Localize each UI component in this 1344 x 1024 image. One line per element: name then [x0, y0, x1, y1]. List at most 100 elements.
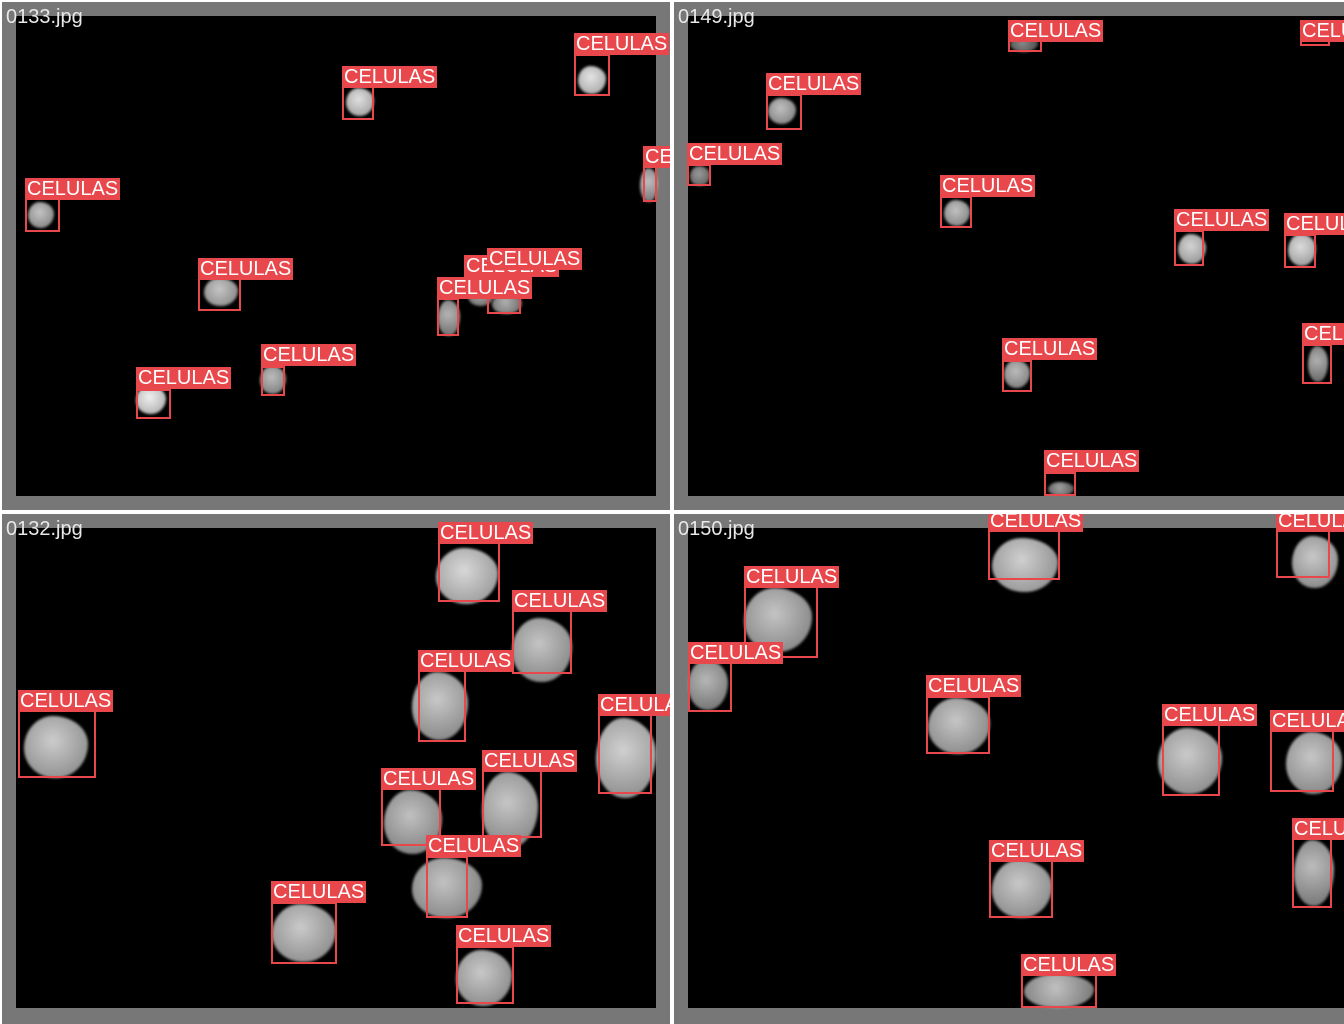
- cell: [1024, 974, 1094, 1008]
- image-filename: 0133.jpg: [6, 6, 83, 28]
- microscopy-image: [688, 16, 1344, 496]
- cell: [944, 200, 970, 226]
- detection-label: CELULAS: [989, 840, 1085, 862]
- detection-label: CELULAS: [342, 66, 438, 88]
- image-tile-0133: 0133.jpg CELULAS CELULAS CELULAS CELULAS…: [2, 2, 670, 510]
- bounding-box: [1276, 528, 1330, 578]
- bounding-box: [1021, 974, 1097, 1008]
- image-tile-0150: 0150.jpg CELULAS CELULAS CELULAS CELULAS…: [674, 514, 1344, 1024]
- bounding-box: [1162, 724, 1220, 796]
- detection-label: CELULAS: [988, 514, 1084, 532]
- detection-label: CELULAS: [487, 248, 583, 270]
- image-tile-0149: 0149.jpg CELULAS CELULAS CELULAS CELULAS…: [674, 2, 1344, 510]
- detection-label: CELULAS: [1276, 514, 1344, 532]
- cell: [1158, 728, 1222, 794]
- cell: [1048, 482, 1074, 496]
- detection-label: CELULAS: [1008, 20, 1104, 42]
- detection-label: CELULAS: [381, 768, 477, 790]
- detection-label: CELULAS: [926, 675, 1022, 697]
- detection-label: CELULAS: [1021, 954, 1117, 976]
- bounding-box: [456, 946, 514, 1004]
- detection-label: CELULAS: [18, 690, 114, 712]
- detection-label: CELULAS: [1302, 323, 1344, 345]
- bounding-box: [989, 860, 1053, 918]
- detection-label: CELULAS: [574, 33, 670, 55]
- detection-label: CELULAS: [1284, 213, 1344, 235]
- detection-label: CELULAS: [426, 835, 522, 857]
- detection-label: CELULAS: [1300, 20, 1344, 42]
- bounding-box: [1002, 360, 1032, 392]
- image-filename: 0150.jpg: [678, 518, 755, 540]
- cell: [928, 698, 990, 754]
- bounding-box: [926, 696, 990, 754]
- cell: [1292, 536, 1338, 588]
- detection-label: CELULAS: [766, 73, 862, 95]
- bounding-box: [136, 389, 171, 419]
- bounding-box: [766, 94, 802, 130]
- detection-label: CELULAS: [136, 367, 232, 389]
- cell: [272, 904, 336, 962]
- detection-label: CELULAS: [437, 277, 533, 299]
- detection-label: CELULAS: [482, 750, 578, 772]
- bounding-box: [687, 164, 711, 186]
- detection-label: CELULAS: [643, 146, 670, 168]
- cell: [1308, 346, 1328, 382]
- detection-label: CELULAS: [940, 175, 1036, 197]
- detection-label: CELULAS: [688, 642, 784, 664]
- bounding-box: [271, 902, 337, 964]
- detection-label: CELULAS: [1270, 710, 1344, 732]
- cell: [492, 294, 522, 314]
- detection-label: CELULAS: [1002, 338, 1098, 360]
- cell: [578, 66, 606, 94]
- cell: [1004, 360, 1030, 388]
- bounding-box: [1292, 838, 1332, 908]
- detection-label: CELULAS: [1292, 818, 1344, 840]
- bounding-box: [1174, 230, 1204, 266]
- bounding-box: [261, 366, 285, 396]
- bounding-box: [1284, 234, 1316, 268]
- detection-label: CELULAS: [598, 694, 670, 716]
- cell: [1178, 234, 1206, 264]
- bounding-box: [1270, 730, 1334, 792]
- cell: [512, 618, 572, 682]
- detection-label: CELULAS: [456, 925, 552, 947]
- bounding-box: [574, 54, 610, 96]
- detection-label: CELULAS: [418, 650, 514, 672]
- bounding-box: [512, 610, 572, 674]
- detection-label: CELULAS: [744, 566, 840, 588]
- image-filename: 0149.jpg: [678, 6, 755, 28]
- bounding-box: [598, 714, 652, 794]
- cell: [24, 716, 88, 778]
- cell: [346, 88, 374, 116]
- cell: [412, 672, 468, 740]
- bounding-box: [1302, 344, 1332, 384]
- cell: [1294, 840, 1334, 906]
- detection-label: CELULAS: [1044, 450, 1140, 472]
- detection-label: CELULAS: [25, 178, 121, 200]
- bounding-box: [688, 662, 732, 712]
- bounding-box: [643, 166, 657, 202]
- bounding-box: [198, 278, 241, 311]
- bounding-box: [438, 542, 500, 602]
- cell: [28, 202, 54, 228]
- bounding-box: [482, 770, 542, 838]
- cell: [992, 538, 1058, 592]
- cell: [436, 548, 498, 604]
- cell: [688, 660, 728, 710]
- detection-label: CELULAS: [512, 590, 608, 612]
- bounding-box: [25, 198, 60, 232]
- detection-label: CELULAS: [261, 344, 357, 366]
- cell: [260, 366, 286, 394]
- bounding-box: [988, 530, 1060, 580]
- cell: [744, 588, 812, 652]
- detection-label: CELULAS: [198, 258, 294, 280]
- bounding-box: [426, 856, 468, 918]
- cell: [992, 860, 1052, 918]
- image-tile-0132: 0132.jpg CELULAS CELULAS CELULAS CELULAS…: [2, 514, 670, 1024]
- detection-label: CELULAS: [687, 143, 783, 165]
- cell: [412, 858, 482, 918]
- cell: [596, 718, 656, 798]
- image-filename: 0132.jpg: [6, 518, 83, 540]
- detection-label: CELULAS: [438, 522, 534, 544]
- detection-label: CELULAS: [271, 881, 367, 903]
